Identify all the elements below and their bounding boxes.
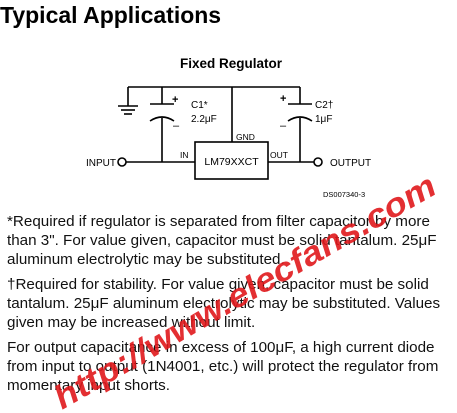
output-label: OUTPUT	[330, 158, 371, 169]
in-pin-label: IN	[180, 150, 189, 160]
fixed-regulator-schematic: Fixed Regulator	[86, 56, 371, 199]
c1-plus-sign: +	[172, 94, 178, 106]
figure-title: Fixed Regulator	[180, 56, 283, 71]
output-terminal	[313, 157, 323, 167]
out-pin-label: OUT	[270, 150, 288, 160]
capacitor-c2	[287, 103, 313, 122]
wiring	[126, 86, 314, 163]
regulator-box	[194, 141, 269, 180]
regulator-label: LM79XXCT	[204, 156, 259, 168]
c1-value: 2.2μF	[191, 114, 217, 125]
capacitor-c1	[149, 103, 175, 122]
c2-plus-sign: +	[280, 93, 286, 105]
c1-label: C1*	[191, 100, 208, 111]
input-terminal	[117, 157, 127, 167]
section-heading: Typical Applications	[0, 2, 222, 28]
input-label: INPUT	[86, 158, 116, 169]
c2-label: C2†	[315, 100, 333, 111]
note-c1: *Required if regulator is separated from…	[7, 213, 437, 268]
notes: *Required if regulator is separated from…	[7, 212, 457, 401]
gnd-pin-label: GND	[236, 132, 255, 142]
ground-symbol	[118, 105, 138, 115]
figure-id: DS007340-3	[323, 190, 365, 199]
note-output-diode: For output capacitance in excess of 100μ…	[7, 339, 439, 394]
note-c2: †Required for stability. For value given…	[7, 276, 441, 331]
c1-minus-sign: –	[173, 120, 180, 132]
c2-value: 1μF	[315, 114, 332, 125]
c2-minus-sign: –	[280, 120, 287, 132]
